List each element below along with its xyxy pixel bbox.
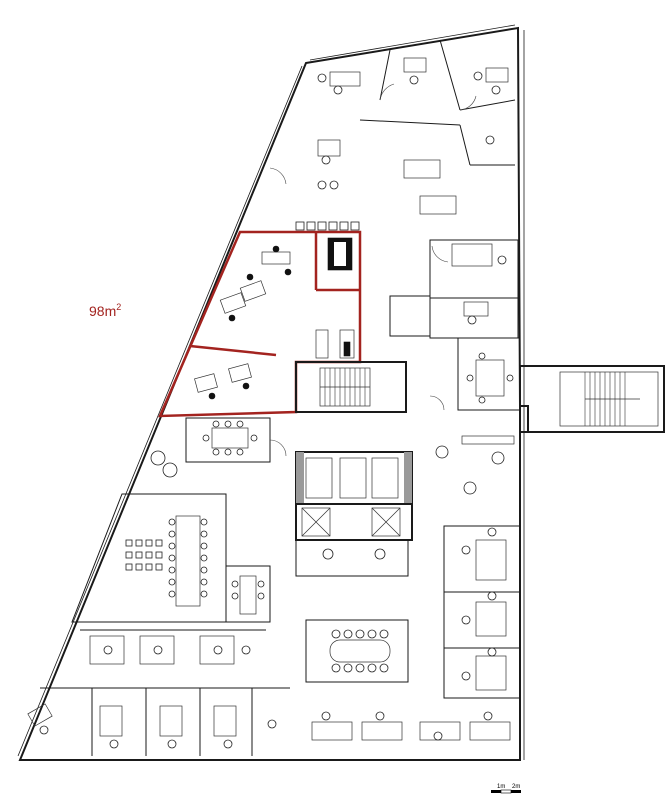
service-core: [295, 451, 413, 577]
meeting-room-small: [185, 417, 271, 463]
scale-label-2m: 2m: [512, 784, 520, 790]
chair-row-top: [295, 221, 360, 231]
highlighted-office-furniture: [194, 237, 355, 400]
workstations-west: [80, 629, 266, 665]
right-offices-lower: [443, 525, 521, 699]
conference-room-large: [71, 493, 227, 623]
central-stair: [295, 361, 407, 413]
boardroom: [305, 619, 409, 683]
misc-details: [150, 167, 515, 495]
top-offices: [317, 39, 516, 215]
meeting-room-west-lower: [225, 565, 271, 623]
scale-label-1m: 1m: [497, 784, 505, 790]
bottom-offices: [27, 687, 511, 756]
scale-bar: 1m 2m: [491, 784, 521, 794]
right-offices-upper: [389, 239, 521, 411]
area-label: 98m2: [89, 302, 121, 319]
building-envelope: [17, 24, 529, 761]
external-stair: [519, 365, 665, 433]
